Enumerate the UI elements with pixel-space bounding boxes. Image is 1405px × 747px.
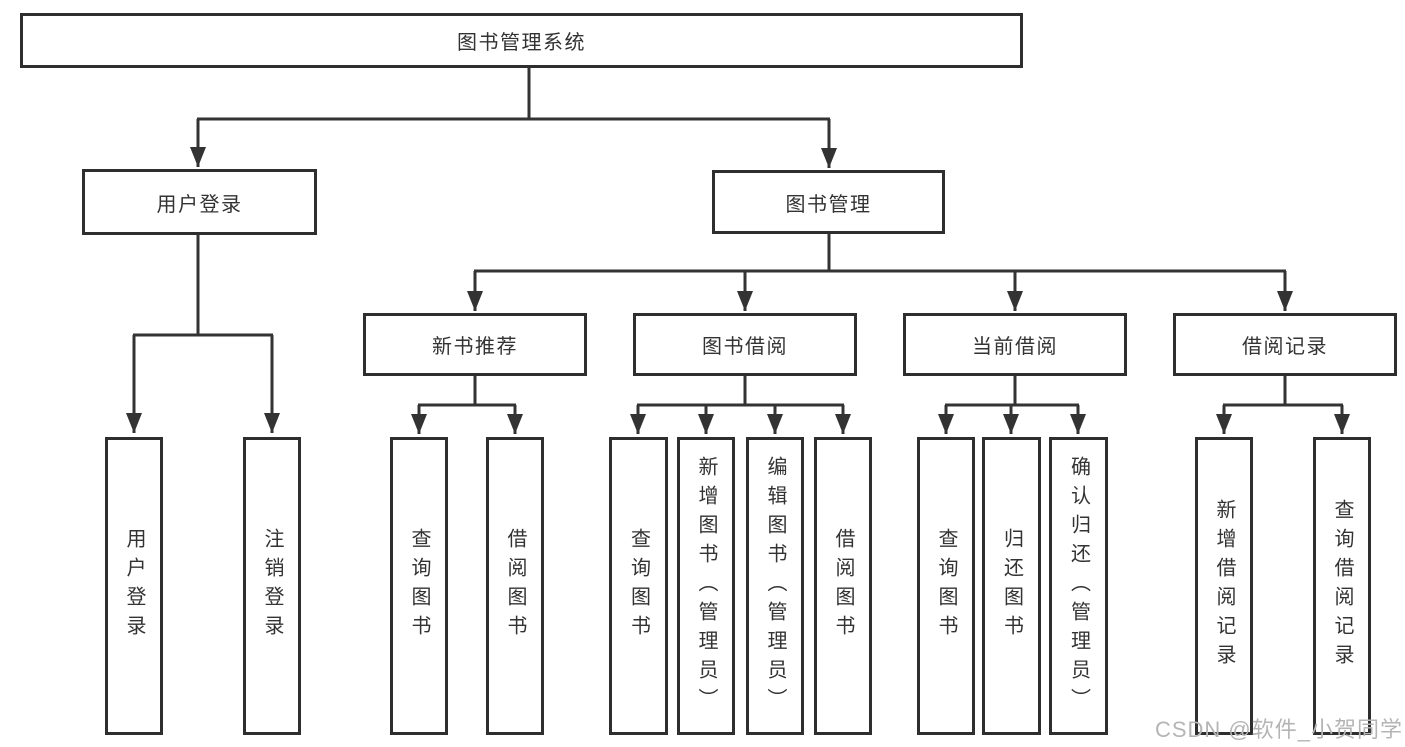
leaf-borrow-books-recommend-label: 借阅图书 [504, 528, 526, 644]
connector-bookborrow-to-leaves [630, 376, 851, 434]
node-user-login-label: 用户登录 [156, 193, 243, 216]
leaf-borrow-books-borrow-label: 借阅图书 [832, 528, 854, 644]
node-new-book-recommend: 新书推荐 [363, 313, 587, 376]
connector-currentborrow-to-leaves [938, 376, 1086, 434]
leaf-add-borrow-record-label: 新增借阅记录 [1213, 499, 1235, 673]
node-borrow-records: 借阅记录 [1173, 313, 1397, 376]
leaf-edit-book-admin-label: 编辑图书（管理员） [764, 455, 786, 717]
node-book-management-label: 图书管理 [785, 193, 872, 216]
leaf-confirm-return-admin: 确认归还（管理员） [1049, 437, 1108, 735]
leaf-confirm-return-admin-label: 确认归还（管理员） [1067, 455, 1090, 717]
connector-newbook-to-leaves [411, 376, 523, 434]
leaf-query-books-current-label: 查询图书 [935, 528, 957, 644]
leaf-query-books-recommend-label: 查询图书 [408, 528, 430, 644]
node-borrow-records-label: 借阅记录 [1242, 336, 1328, 358]
leaf-add-book-admin-label: 新增图书（管理员） [695, 455, 717, 717]
leaf-query-books-borrow-label: 查询图书 [627, 528, 650, 644]
leaf-add-book-admin: 新增图书（管理员） [677, 437, 735, 735]
watermark: CSDN @软件_小贺同学 [1154, 717, 1403, 742]
leaf-user-login-label: 用户登录 [123, 528, 145, 644]
leaf-borrow-books-recommend: 借阅图书 [486, 437, 544, 735]
leaf-return-book-label: 归还图书 [1000, 528, 1023, 644]
connector-root-to-level2 [190, 68, 837, 168]
leaf-logout-label: 注销登录 [261, 528, 283, 644]
node-new-book-recommend-label: 新书推荐 [432, 336, 518, 358]
node-root: 图书管理系统 [20, 13, 1023, 68]
leaf-return-book: 归还图书 [982, 437, 1041, 735]
leaf-query-books-current: 查询图书 [917, 437, 975, 735]
node-book-management: 图书管理 [712, 170, 945, 234]
leaf-query-borrow-record-label: 查询借阅记录 [1331, 499, 1353, 673]
node-root-label: 图书管理系统 [457, 32, 586, 54]
connector-userlogin-to-leaves [126, 235, 280, 433]
node-current-borrow-label: 当前借阅 [972, 336, 1058, 358]
connector-borrowrecords-to-leaves [1216, 376, 1350, 434]
node-book-borrow-label: 图书借阅 [702, 336, 788, 358]
leaf-borrow-books-borrow: 借阅图书 [814, 437, 872, 735]
leaf-edit-book-admin: 编辑图书（管理员） [746, 437, 804, 735]
leaf-add-borrow-record: 新增借阅记录 [1195, 437, 1253, 735]
node-book-borrow: 图书借阅 [633, 313, 857, 376]
leaf-user-login: 用户登录 [105, 437, 163, 735]
connector-bookmgmt-to-level3 [467, 234, 1293, 311]
leaf-query-borrow-record: 查询借阅记录 [1313, 437, 1371, 735]
leaf-logout: 注销登录 [243, 437, 301, 735]
leaf-query-books-borrow: 查询图书 [609, 437, 668, 735]
leaf-query-books-recommend: 查询图书 [390, 437, 448, 735]
node-user-login: 用户登录 [82, 169, 317, 235]
node-current-borrow: 当前借阅 [903, 313, 1127, 376]
